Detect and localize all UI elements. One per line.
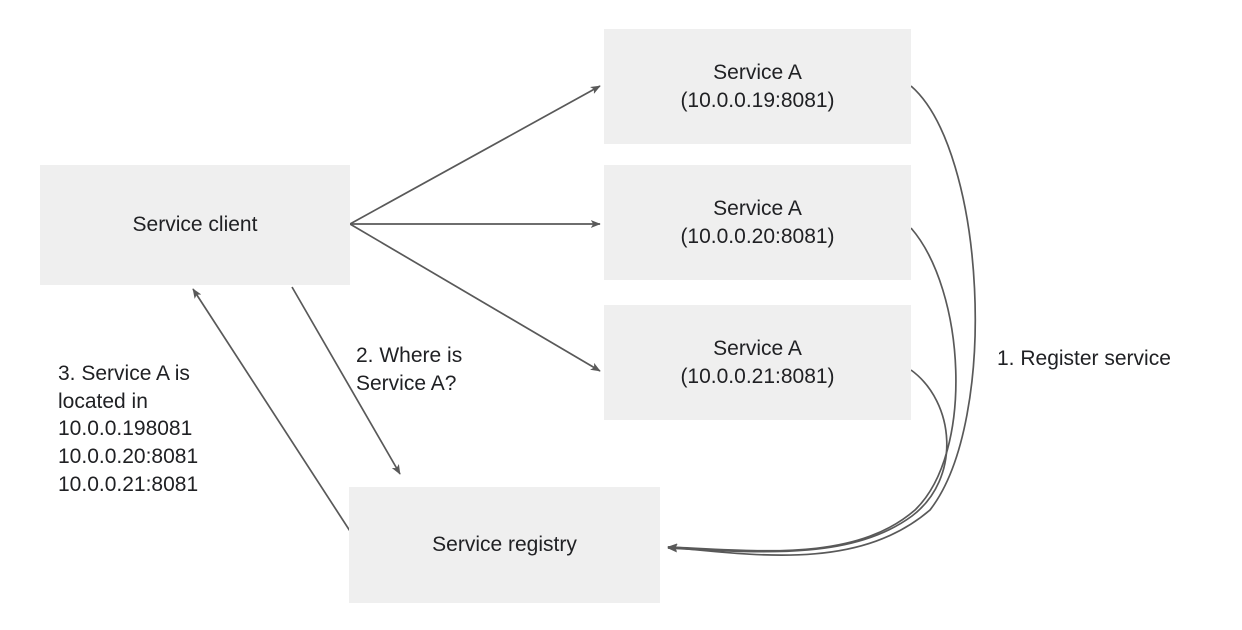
node-service-a-instance-2-label: Service A (10.0.0.20:8081) <box>680 197 835 248</box>
node-service-client[interactable]: Service client <box>40 165 350 285</box>
node-service-client-label: Service client <box>132 213 258 237</box>
node-service-registry-label: Service registry <box>432 533 577 557</box>
node-service-a-instance-3[interactable]: Service A (10.0.0.21:8081) <box>604 305 911 420</box>
caption-step-2-where-is-service-a: 2. Where is Service A? <box>356 344 463 395</box>
edge-registry-to-client <box>192 288 373 566</box>
node-service-registry[interactable]: Service registry <box>349 487 660 603</box>
node-service-a-instance-1-label: Service A (10.0.0.19:8081) <box>680 61 835 112</box>
caption-step-3-service-a-located-in: 3. Service A is located in 10.0.0.198081… <box>58 362 199 496</box>
node-service-a-instance-3-label: Service A (10.0.0.21:8081) <box>680 337 835 388</box>
node-service-a-instance-1[interactable]: Service A (10.0.0.19:8081) <box>604 29 911 144</box>
caption-step-1-register-service: 1. Register service <box>997 347 1171 370</box>
node-service-a-instance-2[interactable]: Service A (10.0.0.20:8081) <box>604 165 911 280</box>
edge-client-to-service-a-1 <box>349 85 601 225</box>
